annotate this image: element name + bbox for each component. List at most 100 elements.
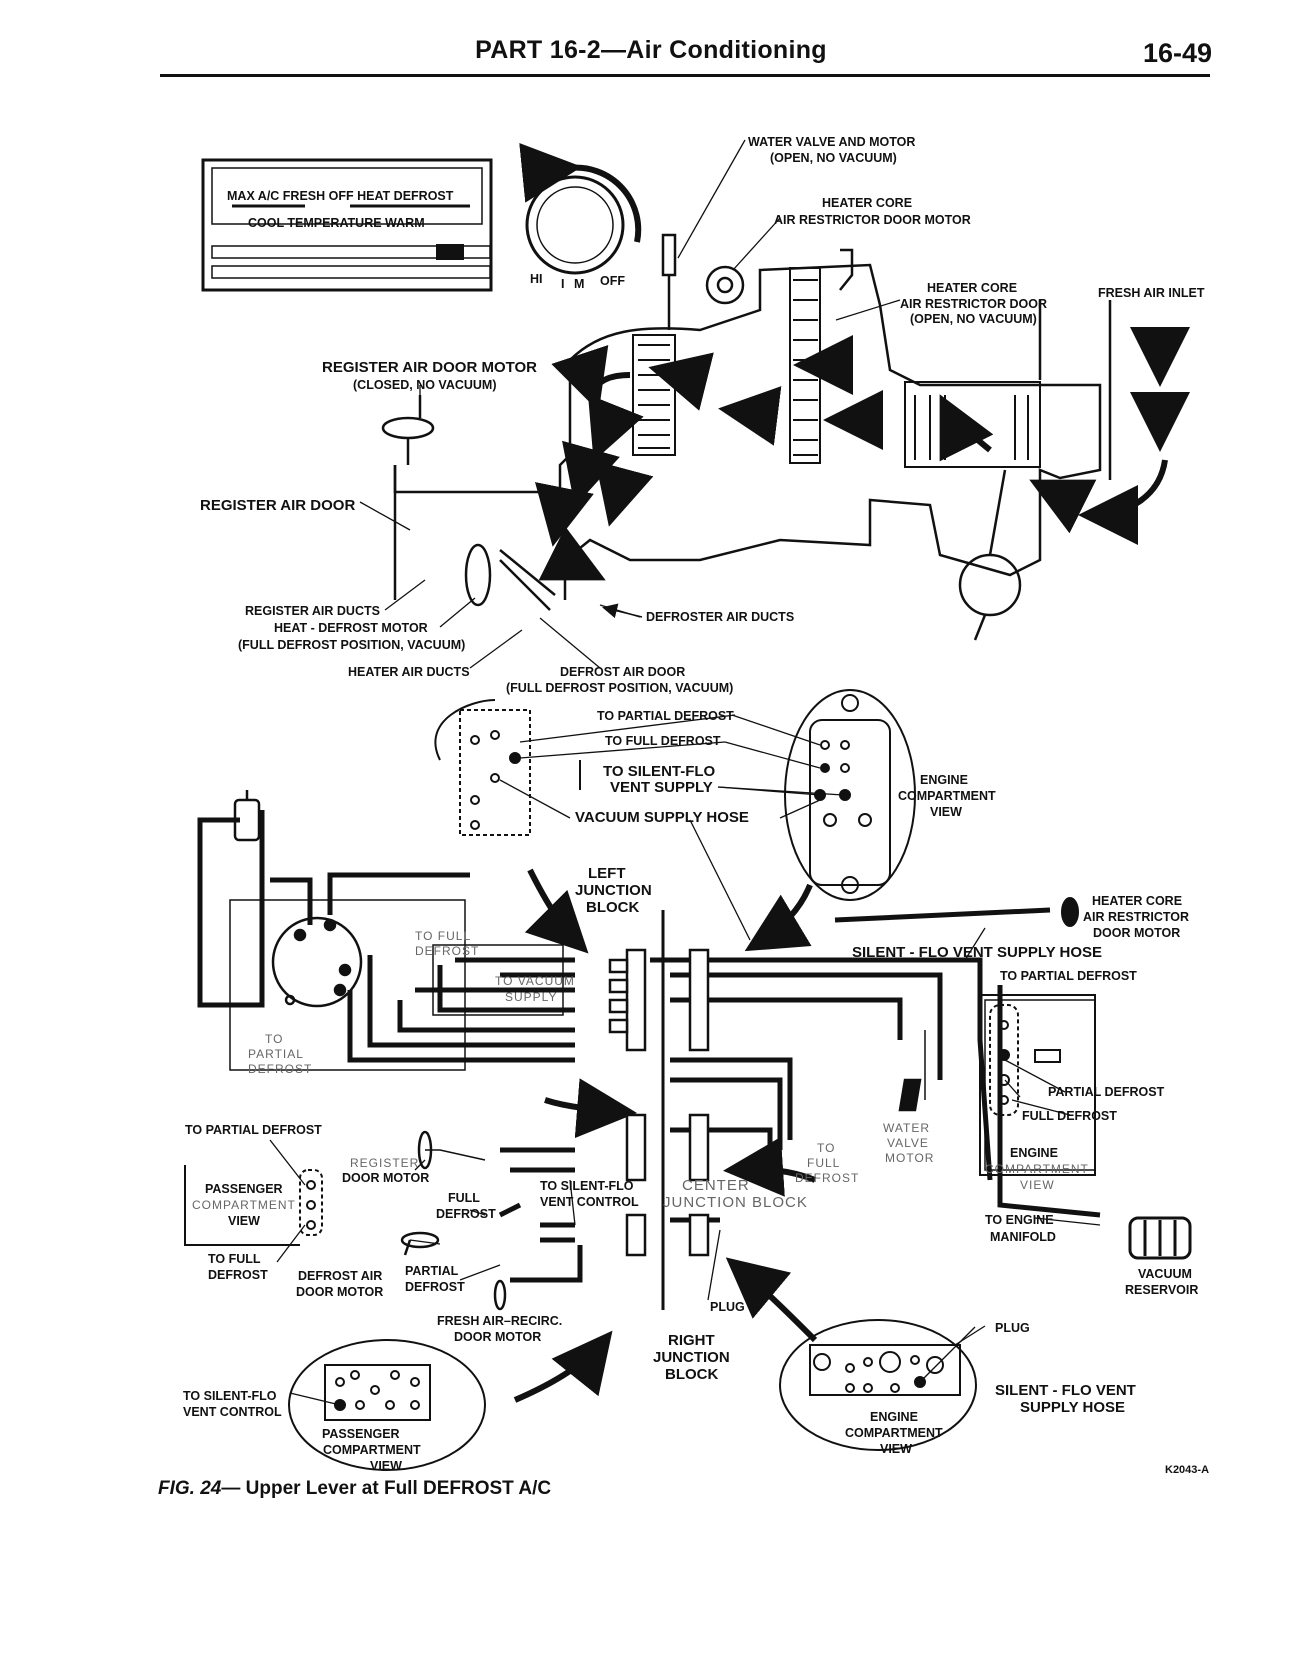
label-passenger-comp-bottom-1: PASSENGER (322, 1427, 400, 1441)
label-to-full-defrost-3c: DEFROST (795, 1171, 859, 1185)
label-silent-flo-hose: SILENT - FLO VENT SUPPLY HOSE (852, 944, 1102, 961)
label-partial-defrost-2b: DEFROST (405, 1280, 465, 1294)
label-to-silent-flo-ctrl-b: VENT CONTROL (540, 1195, 639, 1209)
blower-dial: HI I M OFF (519, 142, 642, 291)
detail-arrows (513, 868, 818, 1403)
header-rule (160, 74, 1210, 77)
label-restrictor-door-2: AIR RESTRICTOR DOOR (900, 297, 1047, 311)
label-to-partial-defrost-2b: PARTIAL (248, 1047, 304, 1061)
label-left-jb-1: LEFT (588, 865, 626, 882)
label-vacuum-supply-hose: VACUUM SUPPLY HOSE (575, 809, 749, 826)
label-plug-2: PLUG (995, 1321, 1030, 1335)
right-junction-block (625, 948, 710, 1257)
label-to-silent-flo-ctrl-3b: VENT CONTROL (183, 1405, 282, 1419)
label-restrictor-door: HEATER CORE (927, 281, 1017, 295)
left-junction-block (608, 948, 647, 1052)
blower-low: I (561, 277, 564, 291)
label-to-silent-flo: TO SILENT-FLO (603, 763, 716, 780)
label-engine-comp-top-3: VIEW (930, 805, 962, 819)
label-plug: PLUG (710, 1300, 745, 1314)
blower-off: OFF (600, 274, 625, 288)
label-defrost-air-door-sub: (FULL DEFROST POSITION, VACUUM) (506, 681, 733, 695)
label-register-door-motor-1: REGISTER (350, 1156, 419, 1170)
label-engine-comp-bottom-1: ENGINE (870, 1410, 918, 1424)
label-water-valve: WATER VALVE AND MOTOR (748, 135, 915, 149)
label-vacuum-reservoir-2: RESERVOIR (1125, 1283, 1198, 1297)
selector-valve (233, 790, 363, 1008)
page-number: 16-49 (1142, 38, 1212, 68)
engine-compartment-view-right (979, 994, 1096, 1176)
label-silent-flo-vent-b: SUPPLY HOSE (1020, 1399, 1125, 1416)
label-hc-motor-3: DOOR MOTOR (1093, 926, 1180, 940)
label-to-engine-manifold-1: TO ENGINE (985, 1213, 1054, 1227)
vacuum-hoses-thin (229, 899, 1096, 1171)
label-restrictor-door-3: (OPEN, NO VACUUM) (910, 312, 1037, 326)
label-to-vacuum-supply: TO VACUUM (495, 974, 575, 988)
label-to-partial-defrost-2: TO (265, 1032, 283, 1046)
figure-caption: FIG. 24— Upper Lever at Full DEFROST A/C (158, 1478, 551, 1500)
label-passenger-comp-top-2: COMPARTMENT (192, 1198, 296, 1212)
passenger-compartment-view-bottom (288, 1339, 486, 1471)
water-valve (661, 233, 677, 330)
air-restrictor-motor (958, 469, 1022, 641)
label-defrost-air-door-motor: DEFROST AIR (298, 1269, 382, 1283)
label-to-engine-manifold-2: MANIFOLD (990, 1230, 1056, 1244)
label-passenger-comp-bottom-3: VIEW (370, 1459, 402, 1473)
label-passenger-comp-top-3: VIEW (228, 1214, 260, 1228)
label-right-jb-2: JUNCTION (653, 1349, 730, 1366)
register-air-door-motor (381, 395, 435, 465)
label-register-door-motor-2: DOOR MOTOR (342, 1171, 429, 1185)
label-heat-defrost-motor-sub: (FULL DEFROST POSITION, VACUUM) (238, 638, 465, 652)
label-register-air-door-motor-sub: (CLOSED, NO VACUUM) (353, 378, 497, 392)
label-to-vacuum-supply-b: SUPPLY (505, 990, 557, 1004)
label-hc-motor-2: AIR RESTRICTOR (1083, 910, 1189, 924)
label-partial-defrost-2: PARTIAL (405, 1264, 459, 1278)
heater-core-air-restrictor-motor (1061, 897, 1079, 927)
label-fresh-air-recirc-b: DOOR MOTOR (454, 1330, 541, 1344)
label-defroster-air-ducts: DEFROSTER AIR DUCTS (646, 610, 794, 624)
label-left-jb-2: JUNCTION (575, 882, 652, 899)
label-defrost-air-door: DEFROST AIR DOOR (560, 665, 685, 679)
label-fresh-air-inlet: FRESH AIR INLET (1098, 286, 1205, 300)
control-bottom-scale: COOL TEMPERATURE WARM (248, 216, 425, 230)
label-full-defrost: FULL DEFROST (1022, 1109, 1117, 1123)
label-to-partial-defrost-4: TO PARTIAL DEFROST (185, 1123, 322, 1137)
fresh-air-recirc-motor (493, 1279, 507, 1311)
control-top-scale: MAX A/C FRESH OFF HEAT DEFROST (227, 189, 454, 203)
label-register-air-door: REGISTER AIR DOOR (200, 497, 355, 514)
label-to-partial-defrost-2c: DEFROST (248, 1062, 312, 1076)
label-full-defrost-2b: DEFROST (436, 1207, 496, 1221)
leader-lines-bottom (269, 927, 1101, 1406)
label-full-defrost-2: FULL (448, 1191, 480, 1205)
label-engine-comp-right-1: ENGINE (1010, 1146, 1058, 1160)
label-engine-comp-right-2: COMPARTMENT (985, 1162, 1089, 1176)
label-left-jb-3: BLOCK (586, 899, 639, 916)
label-heater-core-motor: AIR RESTRICTOR DOOR MOTOR (774, 213, 971, 227)
defrost-air-door-motor (400, 1231, 440, 1256)
center-junction-block (625, 1113, 710, 1182)
label-to-partial-defrost-3: TO PARTIAL DEFROST (1000, 969, 1137, 983)
label-right-jb-3: BLOCK (665, 1366, 718, 1383)
label-heat-defrost-motor: HEAT - DEFROST MOTOR (274, 621, 428, 635)
blower-hi: HI (530, 272, 543, 286)
label-passenger-comp-top-1: PASSENGER (205, 1182, 283, 1196)
vacuum-reservoir (1128, 1216, 1192, 1260)
label-water-valve-motor-1: WATER (883, 1121, 930, 1135)
label-engine-comp-top-1: ENGINE (920, 773, 968, 787)
label-water-valve-sub: (OPEN, NO VACUUM) (770, 151, 897, 165)
label-fresh-air-recirc: FRESH AIR–RECIRC. (437, 1314, 562, 1328)
label-to-full-defrost-3b: FULL (807, 1156, 840, 1170)
label-right-jb-1: RIGHT (668, 1332, 715, 1349)
label-to-silent-flo-2: VENT SUPPLY (610, 779, 713, 796)
air-flow-arrows (534, 327, 1190, 581)
label-heater-core: HEATER CORE (822, 196, 912, 210)
label-to-silent-flo-ctrl-3: TO SILENT-FLO (183, 1389, 277, 1403)
label-to-full-defrost-4: TO FULL (208, 1252, 261, 1266)
label-to-full-defrost-3: TO (817, 1141, 835, 1155)
label-engine-comp-bottom-3: VIEW (880, 1442, 912, 1456)
label-to-silent-flo-ctrl: TO SILENT-FLO (540, 1179, 634, 1193)
vacuum-hoses (197, 810, 1101, 1283)
label-water-valve-motor-3: MOTOR (885, 1151, 934, 1165)
water-valve-motor (898, 1078, 922, 1112)
